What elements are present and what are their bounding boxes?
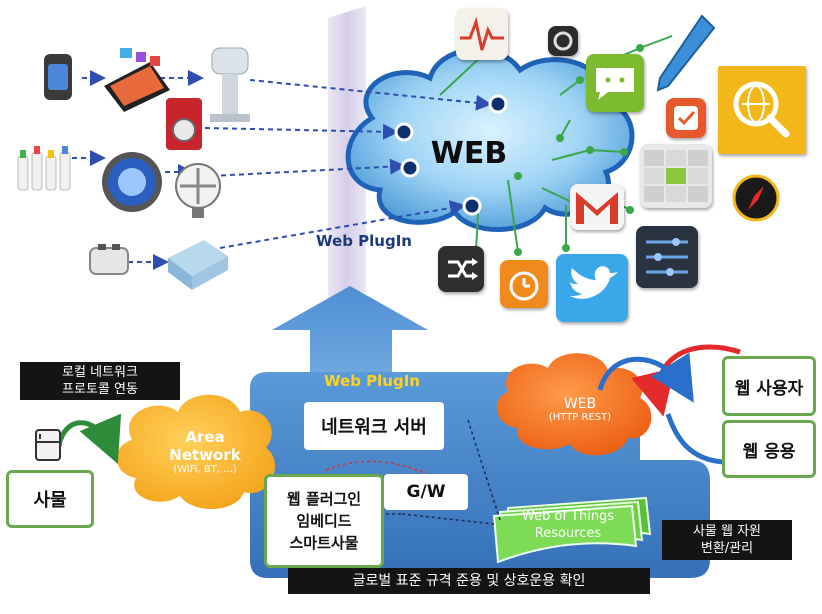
main-cloud-label: WEB xyxy=(430,136,508,171)
area-network-label: Area Network (WiFi, BT, ...) xyxy=(140,428,270,475)
wot-resources-stack xyxy=(492,496,652,564)
area-network-cloud xyxy=(116,394,275,510)
global-standard-caption: 글로벌 표준 규격 준용 및 상호운용 확인 xyxy=(288,568,650,594)
shuffle-icon xyxy=(438,246,484,292)
thing-resource-line1: 사물 웹 자원 xyxy=(692,524,762,539)
twitter-icon xyxy=(556,254,628,322)
web-rest-line2: (HTTP REST) xyxy=(548,412,612,423)
web-rest-label: WEB (HTTP REST) xyxy=(520,396,640,423)
chat-app-icon xyxy=(586,54,644,112)
device-fan xyxy=(175,163,221,218)
network-server-box: 네트워크 서버 xyxy=(304,402,444,450)
device-tablet xyxy=(104,48,170,112)
settings-sliders-icon xyxy=(636,226,698,288)
area-network-line3: (WiFi, BT, ...) xyxy=(173,464,237,475)
area-network-line1: Area xyxy=(185,428,225,446)
alarm-clock-icon xyxy=(500,260,548,308)
search-globe-icon xyxy=(718,66,806,154)
calendar-grid-icon xyxy=(640,144,712,208)
pencil-app-icon xyxy=(650,10,720,100)
local-network-line1: 로컬 네트워크 xyxy=(62,365,138,380)
device-hub xyxy=(168,240,228,290)
device-washer xyxy=(166,98,202,150)
web-app-box: 웹 응용 xyxy=(722,420,816,478)
device-lights xyxy=(17,146,71,191)
thing-resource-line2: 변환/관리 xyxy=(700,541,754,556)
top-plugin-label: Web PlugIn xyxy=(316,232,412,250)
area-network-line2: Network xyxy=(169,446,241,464)
embedded-line2: 임베디드 xyxy=(296,512,352,530)
thing-box: 사물 xyxy=(6,470,94,528)
embedded-smart-thing-box: 웹 플러그인 임베디드 스마트사물 xyxy=(264,474,384,568)
embedded-line3: 스마트사물 xyxy=(289,534,359,552)
device-thermostat xyxy=(102,152,162,212)
task-app-icon xyxy=(666,98,706,138)
web-cloud-small xyxy=(496,353,652,456)
device-robot xyxy=(210,47,250,122)
upward-arrow xyxy=(272,286,428,372)
web-user-box: 웹 사용자 xyxy=(722,356,816,416)
device-smartwatch xyxy=(44,54,72,100)
camera-app-icon xyxy=(548,26,578,56)
wot-line1: Web of Things xyxy=(521,509,615,524)
gmail-icon xyxy=(570,184,624,230)
device-toaster xyxy=(89,244,129,275)
local-network-caption: 로컬 네트워크 프로토콜 연동 xyxy=(20,362,180,400)
embedded-line1: 웹 플러그인 xyxy=(286,490,362,508)
compass-icon xyxy=(730,172,782,224)
local-network-line2: 프로토콜 연동 xyxy=(62,382,138,397)
thing-resource-caption: 사물 웹 자원 변환/관리 xyxy=(662,520,792,560)
gateway-box: G/W xyxy=(384,474,468,510)
fridge-icon xyxy=(34,428,62,462)
plate-title: Web PlugIn xyxy=(324,372,420,390)
wot-resources-label: Web of Things Resources xyxy=(498,508,638,542)
heartrate-app-icon xyxy=(456,8,508,60)
web-rest-line1: WEB xyxy=(563,396,597,412)
wot-line2: Resources xyxy=(534,526,602,541)
